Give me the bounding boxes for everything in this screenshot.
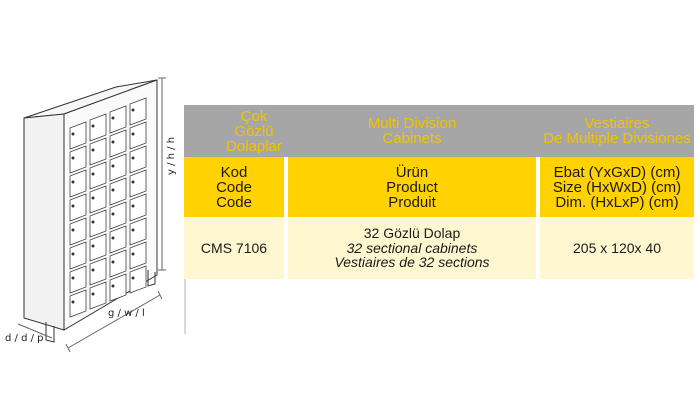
label-product-fr: Produit (388, 193, 436, 211)
label-product-en: Product (386, 178, 438, 196)
product-description-en: 32 sectional cabinets (346, 239, 478, 256)
height-label: y / h / h (166, 136, 177, 175)
product-size: 205 x 120x 40 (540, 217, 694, 279)
header-turkish-line2: Dolaplar (226, 137, 282, 155)
header-french-line2: De Multiple Divisiones (543, 130, 691, 147)
header-separator (536, 105, 540, 157)
column-separator (536, 217, 540, 279)
label-size: Ebat (YxGxD) (cm) Size (HxWxD) (cm) Dim.… (540, 157, 694, 217)
label-code-fr: Code (216, 193, 252, 211)
column-separator (536, 279, 540, 334)
header-turkish-line1: Çok Gözlü (234, 107, 274, 140)
empty-cell (540, 279, 694, 334)
header-french-line1: Vestiaires (584, 115, 650, 132)
label-size-fr: Dim. (HxLxP) (cm) (555, 193, 679, 211)
label-product: Ürün Product Produit (288, 157, 536, 217)
product-description: 32 Gözlü Dolap 32 sectional cabinets Ves… (288, 217, 536, 279)
label-code: Kod Code Code (184, 157, 284, 217)
label-code-en: Code (216, 178, 252, 196)
empty-cell (288, 279, 536, 334)
column-separator (284, 279, 288, 334)
empty-cell (184, 279, 284, 334)
header-english: Multi Division Cabinets (288, 105, 536, 157)
header-english-line1: Multi Division (367, 115, 457, 132)
cabinet-drawing (17, 77, 166, 353)
header-french: Vestiaires De Multiple Divisiones (540, 105, 694, 157)
label-size-tr: Ebat (YxGxD) (cm) (553, 163, 681, 181)
header-english-line2: Cabinets (382, 130, 442, 147)
label-product-tr: Ürün (395, 163, 429, 181)
product-code: CMS 7106 (184, 217, 284, 279)
header-turkish: Çok Gözlü Dolaplar (184, 105, 284, 157)
depth-label: d / d / p (5, 333, 44, 344)
product-description-fr: Vestiaires de 32 sections (334, 254, 490, 271)
column-separator (284, 157, 288, 217)
header-separator (284, 105, 288, 157)
column-separator (536, 157, 540, 217)
width-label: g / w / l (108, 308, 145, 319)
label-code-tr: Kod (220, 163, 248, 181)
product-table: Çok Gözlü Dolaplar Multi Division Cabine… (184, 105, 694, 334)
column-separator (284, 217, 288, 279)
product-description-tr: 32 Gözlü Dolap (363, 224, 461, 241)
label-size-en: Size (HxWxD) (cm) (552, 178, 682, 196)
